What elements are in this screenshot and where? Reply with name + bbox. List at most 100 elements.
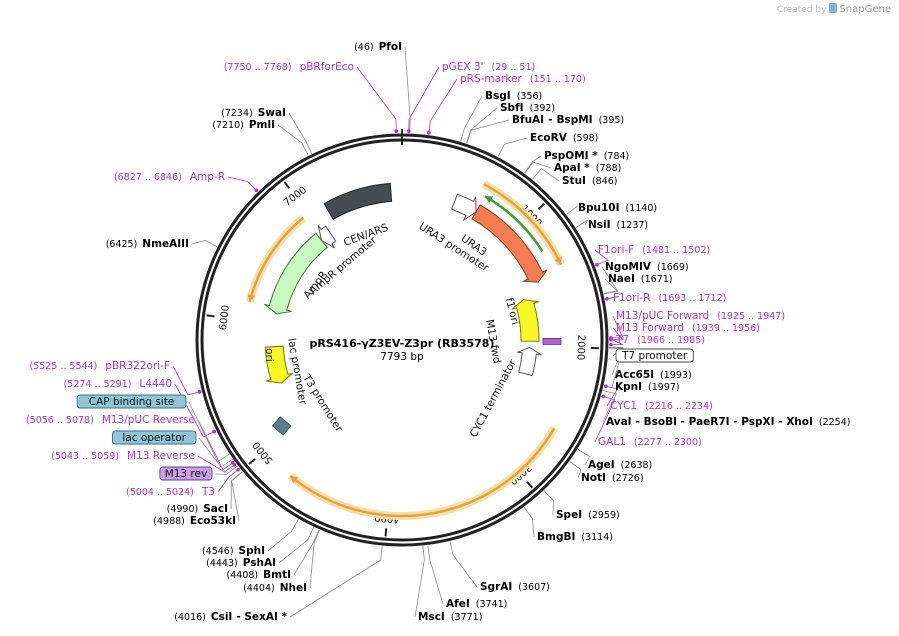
site-pfoi: (46) PfoI: [354, 41, 402, 53]
site-bmgbi: BmgBI (3114): [537, 531, 613, 543]
site-position: (598): [573, 133, 599, 144]
site-name: NgoMIV: [605, 261, 652, 273]
leader-agei: [577, 448, 591, 466]
site-name: AgeI: [588, 459, 615, 471]
leader-primer-m13-forward: [608, 327, 624, 341]
translation-arc-0: [483, 183, 563, 266]
site-position: (4016): [174, 612, 206, 623]
site-position: (3114): [581, 532, 613, 543]
leader-bfuai: [466, 119, 510, 144]
primer-range: (1966 .. 1985): [637, 335, 705, 346]
site-name: NotI: [581, 472, 606, 484]
site-naei: NaeI(1671): [608, 273, 673, 285]
leader-bsgi: [460, 95, 483, 142]
site-position: (4404): [243, 583, 275, 594]
primer-range: (1939 .. 1956): [692, 323, 760, 334]
site-name: NheI: [280, 582, 307, 594]
site-position: (46): [354, 42, 374, 53]
site-name: PfoI: [379, 41, 402, 53]
site-position: (2254): [819, 417, 851, 428]
snapgene-logo-icon: [829, 3, 838, 13]
tick-mark-3000: [526, 481, 534, 489]
leader-primer-m13-puc-forward: [608, 315, 624, 339]
site-name: AfeI: [446, 598, 470, 610]
site-ecorv: EcoRV (598): [530, 132, 598, 144]
leader-afei: [427, 545, 444, 605]
site-name: Acc65I: [615, 369, 654, 381]
primer-gal1: GAL1(2277 .. 2300): [598, 436, 702, 448]
site-afei: AfeI(3741): [446, 598, 507, 610]
plasmid-length: 7793 bp: [380, 351, 424, 363]
site-name: BmtI: [263, 569, 291, 581]
site-position: (3771): [451, 612, 483, 623]
site-position: (1997): [648, 382, 680, 393]
leader-primer-f1ori-f: [594, 249, 609, 266]
leader-box-lac-operator: [198, 437, 233, 468]
site-position: (2959): [588, 510, 620, 521]
site-csii: (4016)CsiI- SexAI *: [174, 611, 287, 623]
primer-name: pRS-marker: [460, 73, 523, 85]
primer-name: T7: [615, 334, 629, 346]
primer-pbrforeco: (7750 .. 7768)pBRforEco: [224, 61, 354, 73]
primer-name: L4440: [139, 378, 172, 390]
primer-range: (5043 .. 5059): [51, 451, 119, 462]
site-position: (788): [596, 163, 622, 174]
box-label: M13 rev: [165, 468, 208, 480]
translation-halo-1: [287, 426, 558, 520]
leader-noti: [569, 461, 582, 479]
primer-mark-m13-forward: [609, 337, 613, 342]
primer-name: GAL1: [598, 436, 626, 448]
primer-mark-gal1: [601, 394, 606, 399]
primer-m13-reverse: (5043 .. 5059)M13 Reverse: [51, 450, 195, 462]
primer-mark-t7: [609, 342, 613, 347]
primer-mark-m13-reverse: [232, 463, 237, 467]
site-position: (7234): [221, 108, 253, 119]
site-name: MscI: [418, 611, 445, 623]
plasmid-name: pRS416-γZ3EV-Z3pr (RB3578): [310, 337, 495, 350]
leader-primer-pbr322ori-f: [172, 365, 202, 396]
translation-arcs: [245, 180, 565, 520]
box-bg: [111, 430, 197, 445]
leader-primer-m13-puc-reverse: [197, 419, 235, 471]
site-position: (392): [530, 103, 556, 114]
primer-f1ori-r: F1ori-R(1693 .. 1712): [613, 292, 726, 304]
site-name: NsiI: [588, 219, 611, 231]
box-lac-operator: lac operator: [111, 430, 197, 445]
site-pshai: (4443)PshAI: [206, 557, 276, 569]
primer-mark-l4440: [212, 429, 216, 434]
site-name: NmeAIII: [142, 238, 189, 250]
primer-name: pBR322ori-F: [105, 360, 170, 372]
primer-t7: T7 (1966 .. 1985): [615, 334, 705, 346]
site-bmti: (4408)BmtI: [227, 569, 291, 581]
translation-arc-2: [248, 216, 305, 303]
box-label: lac operator: [122, 432, 186, 444]
primer-range: (1481 .. 1502): [642, 245, 710, 256]
leader-primer-m13-reverse: [197, 455, 237, 473]
site-name: EcoRV: [530, 132, 568, 144]
site-sphi: (4546)SphI: [202, 545, 265, 557]
translation-arrowhead-3: [485, 196, 494, 204]
site-position: (395): [599, 115, 625, 126]
site-name: BmgBI: [537, 531, 575, 543]
leader-sbfi: [465, 107, 498, 144]
feature-label-ori: ori: [263, 348, 275, 362]
leader-nsii: [575, 219, 588, 229]
primer-cyc1: CYC1(2216 .. 2234): [610, 400, 713, 412]
site-name: SbfI: [500, 102, 524, 114]
primer-mark-pgex-3: [406, 129, 411, 133]
primer-name: M13 Forward: [616, 322, 684, 334]
site-name: SpeI: [556, 509, 582, 521]
box-bg: [76, 394, 187, 409]
primer-m13-forward: M13 Forward (1939 .. 1956): [616, 322, 760, 334]
primer-name: pGEX 3': [442, 61, 484, 73]
leader-msci: [414, 545, 425, 618]
feature-cen-ars: [323, 182, 393, 220]
site-name: ApaI *: [554, 162, 590, 174]
site-name: SwaI: [258, 107, 286, 119]
leader-pshai: [278, 527, 315, 564]
box-bg: [615, 348, 694, 363]
leader-primer-t7: [608, 339, 624, 346]
tick-label-2000: 2000: [574, 335, 586, 361]
